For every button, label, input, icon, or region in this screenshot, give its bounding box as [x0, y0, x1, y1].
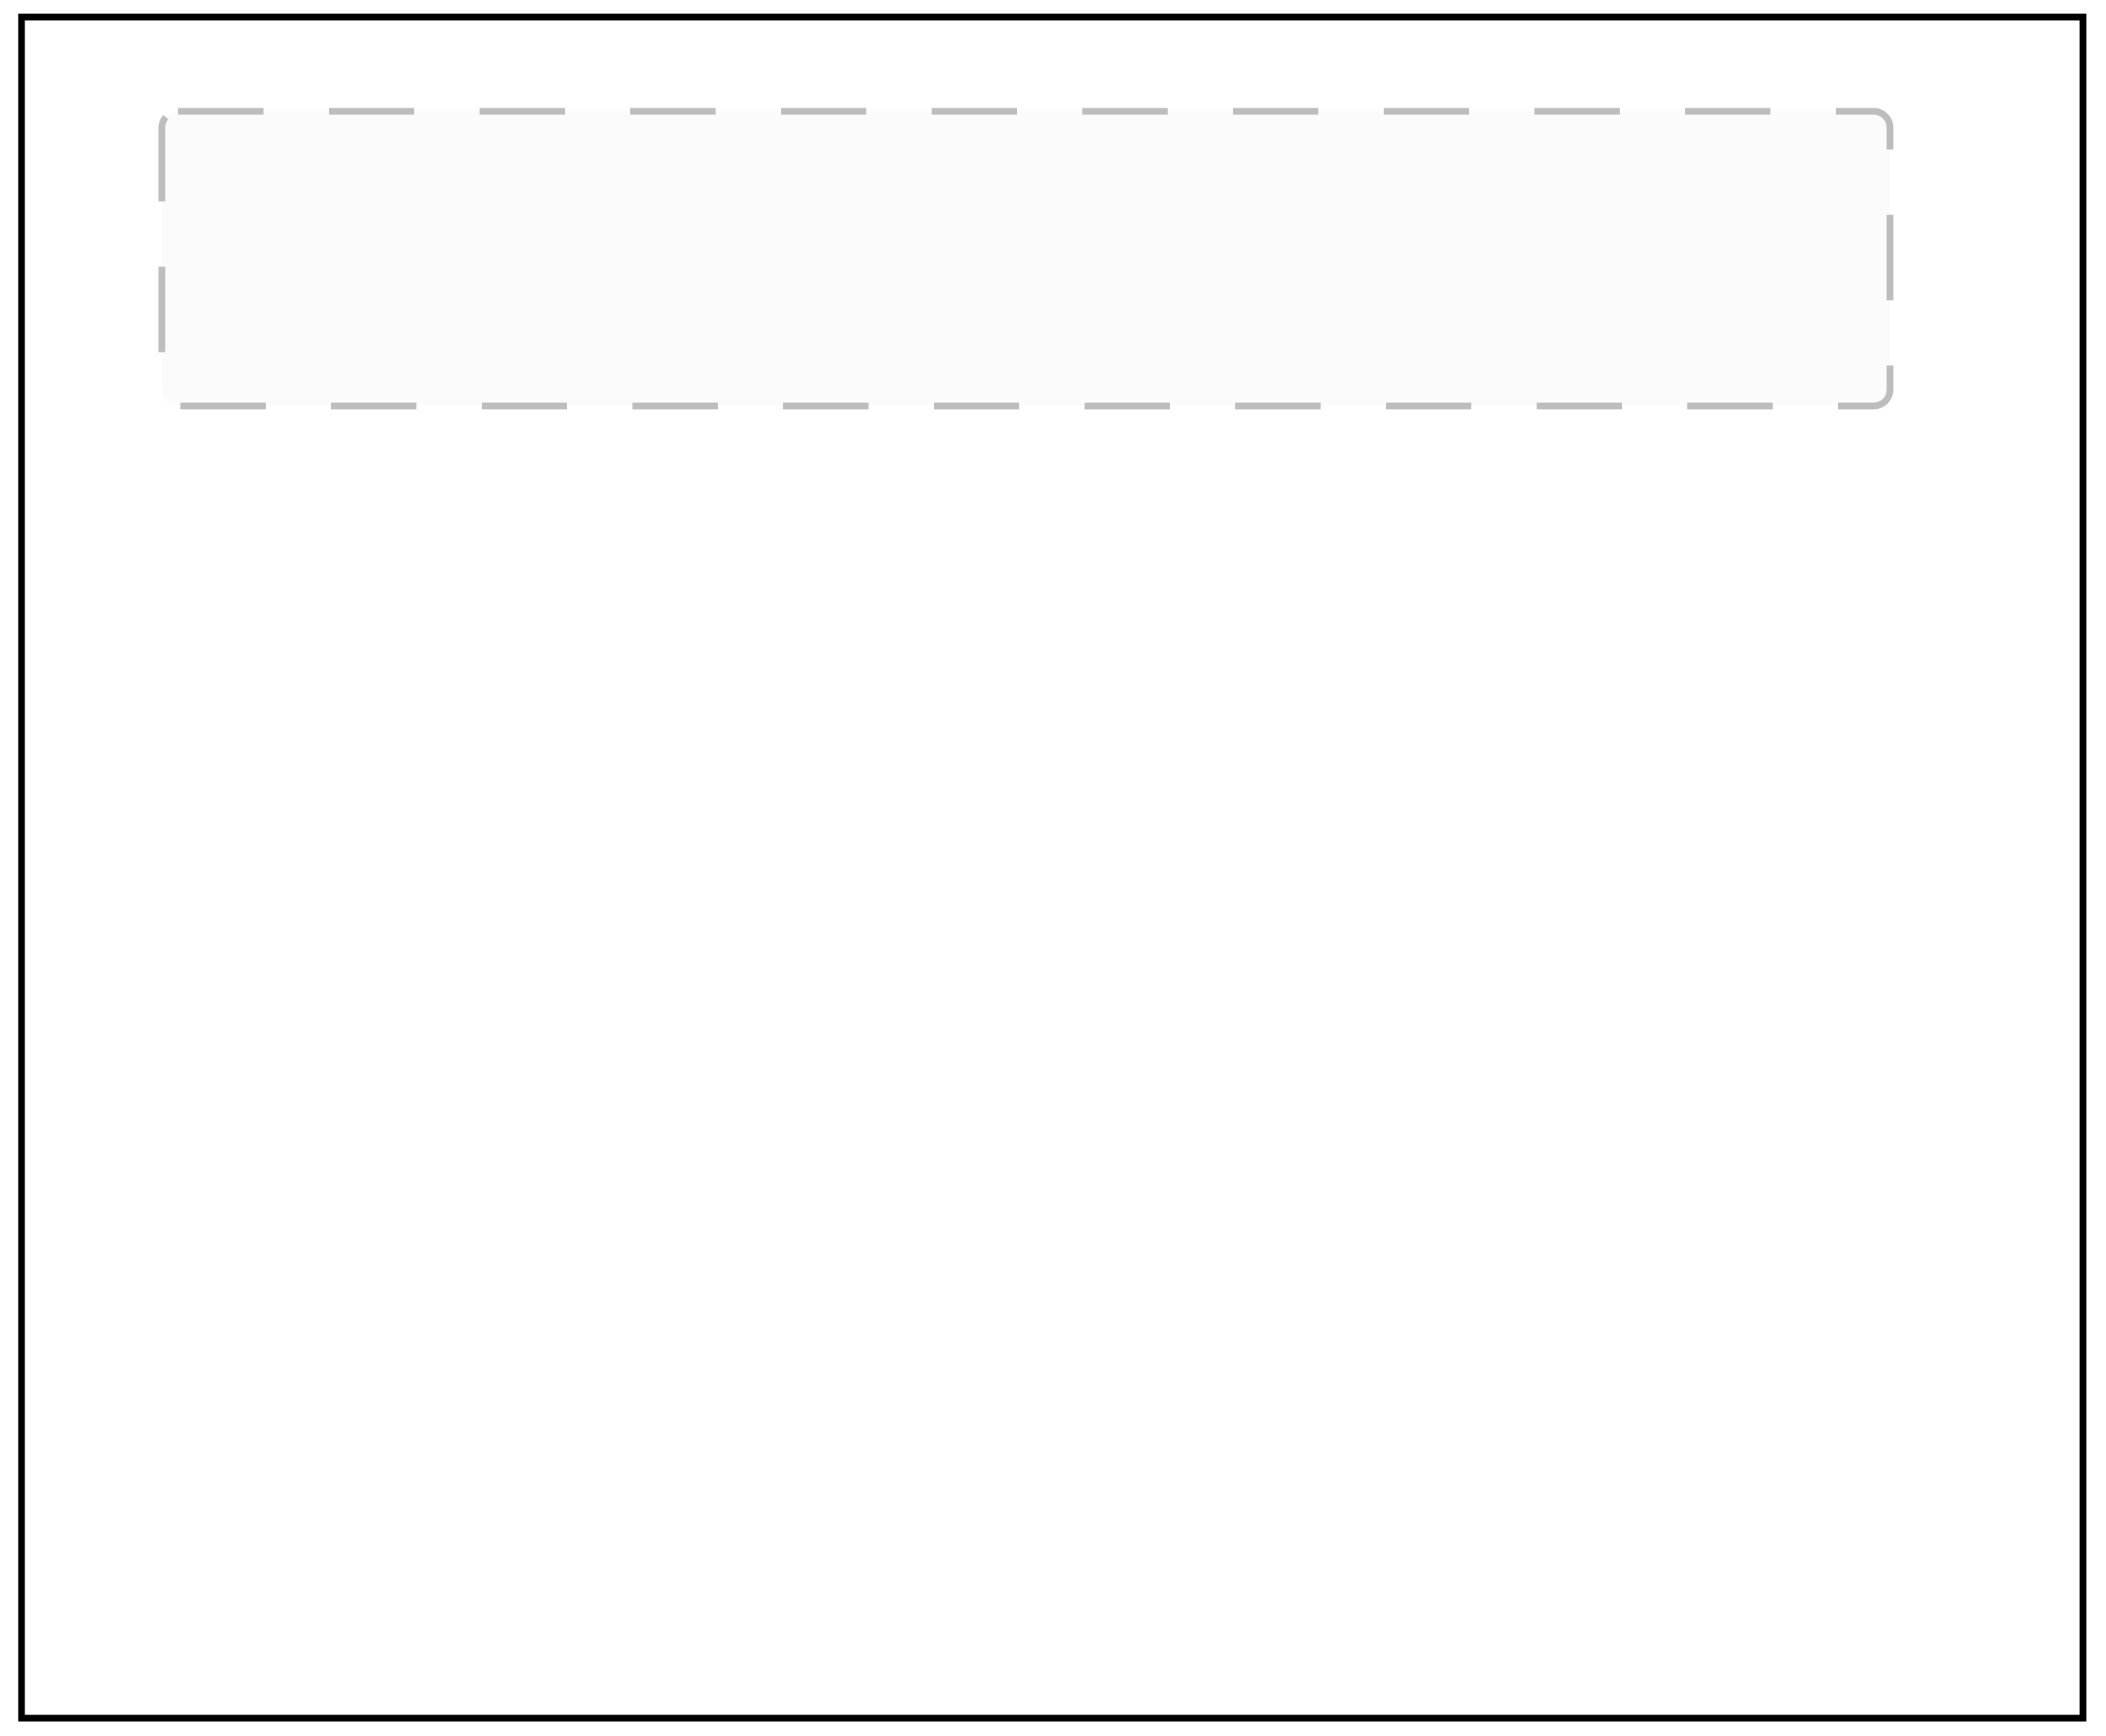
outer-border: [18, 13, 2087, 1722]
input-features-box: [158, 108, 1894, 410]
